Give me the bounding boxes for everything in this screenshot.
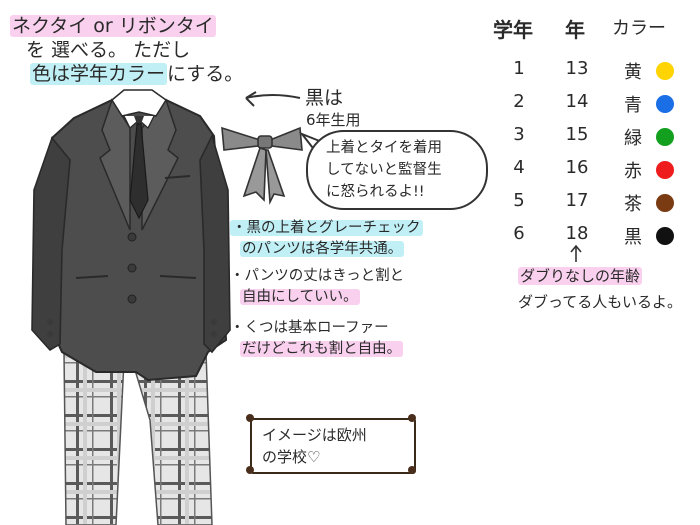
ribbon-tie xyxy=(221,126,303,205)
table-cell-age: 18 xyxy=(565,223,589,244)
note-2: ・パンツの丈はきっと割と 自由にしていい。 xyxy=(230,266,404,308)
note-1: ・黒の上着とグレーチェック のパンツは各学年共通。 xyxy=(230,218,423,260)
frame-corner-tl xyxy=(246,414,254,422)
frame-corner-br xyxy=(408,466,416,474)
color-swatch xyxy=(656,194,674,212)
table-cell-grade: 3 xyxy=(513,124,525,145)
table-header-color: カラー xyxy=(612,18,666,39)
header-line-3: 色は学年カラーにする。 xyxy=(30,62,243,86)
note-1-line-1: ・黒の上着とグレーチェック xyxy=(230,220,423,236)
bubble-line-3: に怒られるよ!! xyxy=(326,184,425,200)
table-cell-grade: 1 xyxy=(513,58,525,79)
header-line-2: を 選べる。 ただし xyxy=(26,39,191,61)
black-note-title: 黒は xyxy=(305,87,344,109)
table-cell-age: 13 xyxy=(565,58,589,79)
arrow-to-ribbon xyxy=(245,94,301,99)
header-line-1: ネクタイ or リボンタイ xyxy=(10,14,216,38)
table-header-age: 年 xyxy=(565,18,585,42)
table-cell-grade: 2 xyxy=(513,91,525,112)
header-highlight-tie: ネクタイ or リボンタイ xyxy=(10,15,216,37)
table-cell-grade: 5 xyxy=(513,190,525,211)
table-cell-age: 15 xyxy=(565,124,589,145)
note-1-line-2: のパンツは各学年共通。 xyxy=(240,241,405,257)
header-highlight-color: 色は学年カラー xyxy=(30,63,168,85)
note-2-line-1: ・パンツの丈はきっと割と xyxy=(230,268,405,284)
note-3: ・くつは基本ローファー だけどこれも割と自由。 xyxy=(230,318,404,360)
frame-corner-bl xyxy=(246,466,254,474)
color-swatch xyxy=(656,227,674,245)
frame-corner-tr xyxy=(408,414,416,422)
table-cell-grade: 6 xyxy=(513,223,525,244)
age-note-line-2: ダブってる人もいるよ。 xyxy=(518,293,682,311)
table-cell-color-name: 青 xyxy=(624,95,642,116)
note-3-line-1: ・くつは基本ローファー xyxy=(230,320,389,336)
color-swatch xyxy=(656,95,674,113)
bubble-line-2: してないと監督生 xyxy=(326,162,442,178)
black-jacket xyxy=(31,98,231,382)
note-3-line-2: だけどこれも割と自由。 xyxy=(240,341,404,357)
table-cell-age: 17 xyxy=(565,190,589,211)
black-note-sub: 6年生用 xyxy=(306,111,361,129)
color-swatch xyxy=(656,128,674,146)
image-note-text: イメージは欧州 の学校♡ xyxy=(262,424,367,468)
plaid-pants xyxy=(63,351,213,525)
table-cell-color-name: 茶 xyxy=(624,194,642,215)
frame-line-2: の学校♡ xyxy=(262,448,321,466)
note-2-line-2: 自由にしていい。 xyxy=(240,289,360,305)
table-cell-age: 14 xyxy=(565,91,589,112)
speech-bubble-text: 上着とタイを着用 してないと監督生 に怒られるよ!! xyxy=(326,137,442,203)
age-note-line-1: ダブりなしの年齢 xyxy=(518,266,643,286)
arrow-to-age xyxy=(570,244,582,262)
color-swatch xyxy=(656,161,674,179)
table-cell-color-name: 緑 xyxy=(624,128,642,149)
table-header-grade: 学年 xyxy=(493,18,533,42)
speech-bubble xyxy=(306,130,488,210)
shirt-and-necktie xyxy=(111,89,168,220)
table-cell-color-name: 赤 xyxy=(624,161,642,182)
age-note-highlight: ダブりなしの年齢 xyxy=(518,267,643,285)
table-cell-color-name: 黒 xyxy=(624,227,642,248)
bubble-line-1: 上着とタイを着用 xyxy=(326,140,442,156)
header-line-3-tail: にする。 xyxy=(167,63,244,85)
table-cell-age: 16 xyxy=(565,157,589,178)
table-cell-color-name: 黄 xyxy=(624,62,642,83)
table-cell-grade: 4 xyxy=(513,157,525,178)
frame-line-1: イメージは欧州 xyxy=(262,426,367,444)
color-swatch xyxy=(656,62,674,80)
image-note-frame xyxy=(250,418,416,474)
